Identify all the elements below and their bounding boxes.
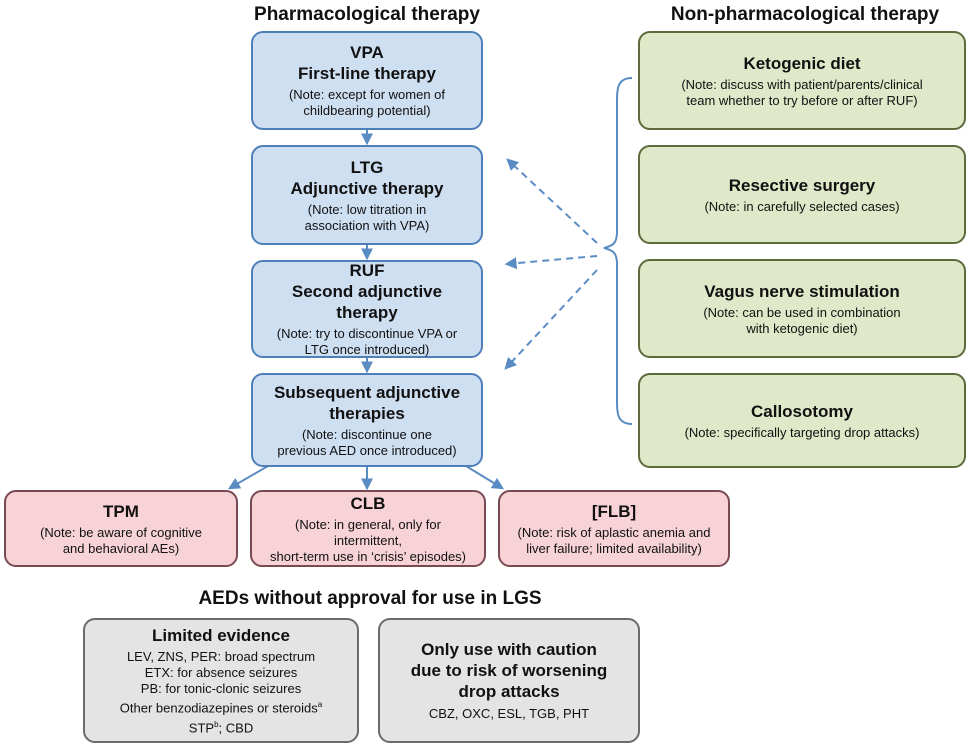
ltg-title: LTG bbox=[350, 157, 384, 177]
ruf-note-2: LTG once introduced) bbox=[304, 342, 430, 357]
ltg-subtitle: Adjunctive therapy bbox=[290, 178, 444, 198]
limited-evidence-title: Limited evidence bbox=[152, 626, 290, 646]
limited-evidence-line-5: STPb; CBD bbox=[188, 719, 254, 735]
ruf-note-1: (Note: try to discontinue VPA or bbox=[276, 326, 458, 341]
ltg-box: LTG Adjunctive therapy (Note: low titrat… bbox=[251, 145, 483, 245]
caution-title-2: due to risk of worsening bbox=[410, 661, 608, 680]
ltg-note-1: (Note: low titration in bbox=[307, 201, 427, 217]
footnote-b: b bbox=[214, 719, 219, 729]
flb-box: [FLB] (Note: risk of aplastic anemia and… bbox=[498, 490, 730, 567]
ketogenic-diet-box: Ketogenic diet (Note: discuss with patie… bbox=[638, 31, 966, 130]
ruf-box: RUF Second adjunctive therapy (Note: try… bbox=[251, 260, 483, 358]
vagus-nerve-stimulation-note-2: with ketogenic diet) bbox=[746, 320, 858, 336]
caution-line-1: CBZ, OXC, ESL, TGB, PHT bbox=[428, 706, 590, 721]
callosotomy-box: Callosotomy (Note: specifically targetin… bbox=[638, 373, 966, 468]
ruf-subtitle: Second adjunctive therapy bbox=[291, 282, 443, 322]
subsequent-note-1: (Note: discontinue one bbox=[301, 426, 433, 442]
dashed-arrow-subsequent bbox=[504, 269, 598, 370]
dashed-arrow-ltg bbox=[506, 158, 598, 244]
flb-note-2: liver failure; limited availability) bbox=[526, 540, 702, 556]
limited-evidence-box: Limited evidence LEV, ZNS, PER: broad sp… bbox=[83, 618, 359, 743]
callosotomy-note: (Note: specifically targeting drop attac… bbox=[684, 424, 920, 440]
ruf-title: RUF bbox=[349, 261, 385, 280]
brace bbox=[603, 77, 633, 425]
non-pharmacological-heading: Non-pharmacological therapy bbox=[670, 4, 940, 25]
caution-title-3: drop attacks bbox=[458, 682, 560, 701]
vpa-subtitle: First-line therapy bbox=[298, 64, 436, 83]
vagus-nerve-stimulation-title: Vagus nerve stimulation bbox=[704, 281, 900, 301]
limited-evidence-line-1: LEV, ZNS, PER: broad spectrum bbox=[126, 649, 316, 665]
tpm-note-1: (Note: be aware of cognitive bbox=[40, 524, 202, 540]
clb-note-1: (Note: in general, only for intermittent… bbox=[295, 516, 441, 548]
dashed-arrow-ruf bbox=[504, 255, 598, 270]
clb-box: CLB (Note: in general, only for intermit… bbox=[250, 490, 486, 567]
tpm-box: TPM (Note: be aware of cognitive and beh… bbox=[4, 490, 238, 567]
subsequent-box: Subsequent adjunctive therapies (Note: d… bbox=[251, 373, 483, 467]
caution-box: Only use with caution due to risk of wor… bbox=[378, 618, 640, 743]
subsequent-note-2: previous AED once introduced) bbox=[277, 442, 457, 458]
limited-evidence-line-3: PB: for tonic-clonic seizures bbox=[140, 681, 302, 697]
clb-title: CLB bbox=[350, 493, 386, 513]
subsequent-subtitle: therapies bbox=[329, 403, 405, 423]
caution-title-1: Only use with caution bbox=[421, 640, 597, 659]
tpm-title: TPM bbox=[103, 501, 139, 521]
tpm-note-2: and behavioral AEs) bbox=[62, 540, 180, 556]
subsequent-title: Subsequent adjunctive bbox=[273, 382, 461, 402]
vagus-nerve-stimulation-note-1: (Note: can be used in combination bbox=[703, 304, 901, 320]
flb-note-1: (Note: risk of aplastic anemia and bbox=[517, 524, 711, 540]
vpa-note-1: (Note: except for women of bbox=[288, 87, 446, 102]
ketogenic-diet-note-2: team whether to try before or after RUF) bbox=[686, 92, 918, 108]
callosotomy-title: Callosotomy bbox=[750, 401, 854, 421]
resective-surgery-note: (Note: in carefully selected cases) bbox=[704, 198, 900, 214]
flb-title: [FLB] bbox=[591, 501, 637, 521]
ketogenic-diet-note-1: (Note: discuss with patient/parents/clin… bbox=[681, 76, 923, 92]
resective-surgery-box: Resective surgery (Note: in carefully se… bbox=[638, 145, 966, 244]
arrow-to-flb bbox=[465, 465, 505, 490]
ltg-note-2: association with VPA) bbox=[304, 217, 430, 233]
ketogenic-diet-title: Ketogenic diet bbox=[743, 53, 861, 73]
aeds-heading: AEDs without approval for use in LGS bbox=[198, 588, 542, 609]
pharmacological-heading: Pharmacological therapy bbox=[254, 4, 480, 25]
vpa-title: VPA bbox=[350, 43, 384, 62]
footnote-a: a bbox=[317, 700, 323, 710]
limited-evidence-line-4: Other benzodiazepines or steroidsa bbox=[119, 700, 323, 716]
limited-evidence-line-2: ETX: for absence seizures bbox=[144, 665, 298, 681]
clb-note-2: short-term use in ‘crisis’ episodes) bbox=[269, 548, 467, 564]
vagus-nerve-stimulation-box: Vagus nerve stimulation (Note: can be us… bbox=[638, 259, 966, 358]
vpa-note-2: childbearing potential) bbox=[303, 103, 431, 118]
resective-surgery-title: Resective surgery bbox=[728, 175, 876, 195]
arrow-to-tpm bbox=[227, 465, 269, 490]
vpa-box: VPA First-line therapy (Note: except for… bbox=[251, 31, 483, 130]
